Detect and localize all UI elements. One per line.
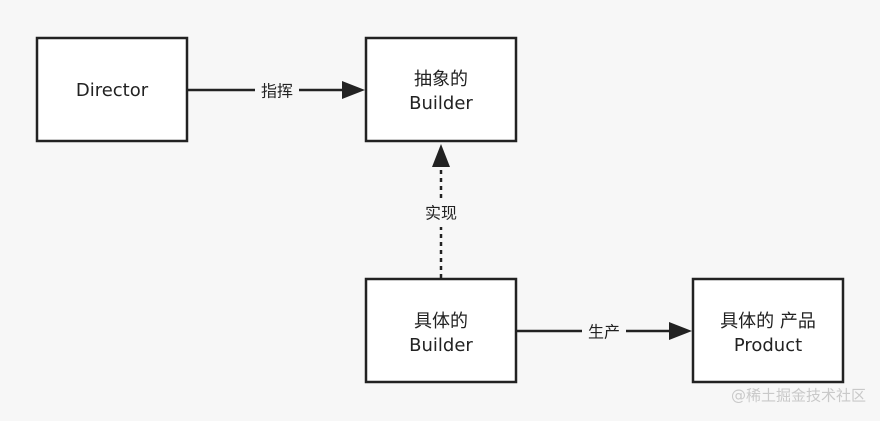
node-director-label: Director [76, 80, 149, 101]
node-concrete-builder-label-line2: Builder [409, 335, 473, 356]
edge-concrete-builder-to-product: 生产 [516, 321, 692, 343]
node-concrete-builder: 具体的 Builder [364, 277, 518, 384]
node-director: Director [35, 36, 189, 143]
node-abstract-builder-box [364, 36, 518, 143]
watermark-text: @稀土掘金技术社区 [731, 387, 866, 405]
edge-director-to-abstract-builder: 指挥 [188, 80, 365, 102]
arrowhead-directs [342, 81, 365, 99]
node-director-box [35, 36, 189, 143]
edge-label-directs: 指挥 [261, 82, 293, 101]
edge-label-produces: 生产 [588, 323, 620, 342]
node-abstract-builder-label-line1: 抽象的 [414, 69, 468, 90]
node-concrete-product-label-line2: Product [734, 335, 802, 356]
node-concrete-builder-box [364, 277, 518, 384]
node-abstract-builder-label-line2: Builder [409, 93, 473, 114]
node-concrete-product: 具体的 产品 Product [691, 277, 845, 384]
edge-label-bg-implements [417, 201, 465, 227]
node-concrete-product-box [691, 277, 845, 384]
node-concrete-product-label-line1: 具体的 产品 [720, 311, 816, 332]
edge-label-bg-directs [255, 80, 299, 102]
node-concrete-builder-label-line1: 具体的 [414, 311, 468, 332]
arrowhead-implements [432, 144, 450, 167]
edge-label-implements: 实现 [425, 204, 457, 223]
node-abstract-builder: 抽象的 Builder [364, 36, 518, 143]
arrowhead-produces [669, 322, 692, 340]
edge-label-bg-produces [582, 321, 626, 343]
edge-concrete-to-abstract-builder: 实现 [417, 144, 465, 278]
